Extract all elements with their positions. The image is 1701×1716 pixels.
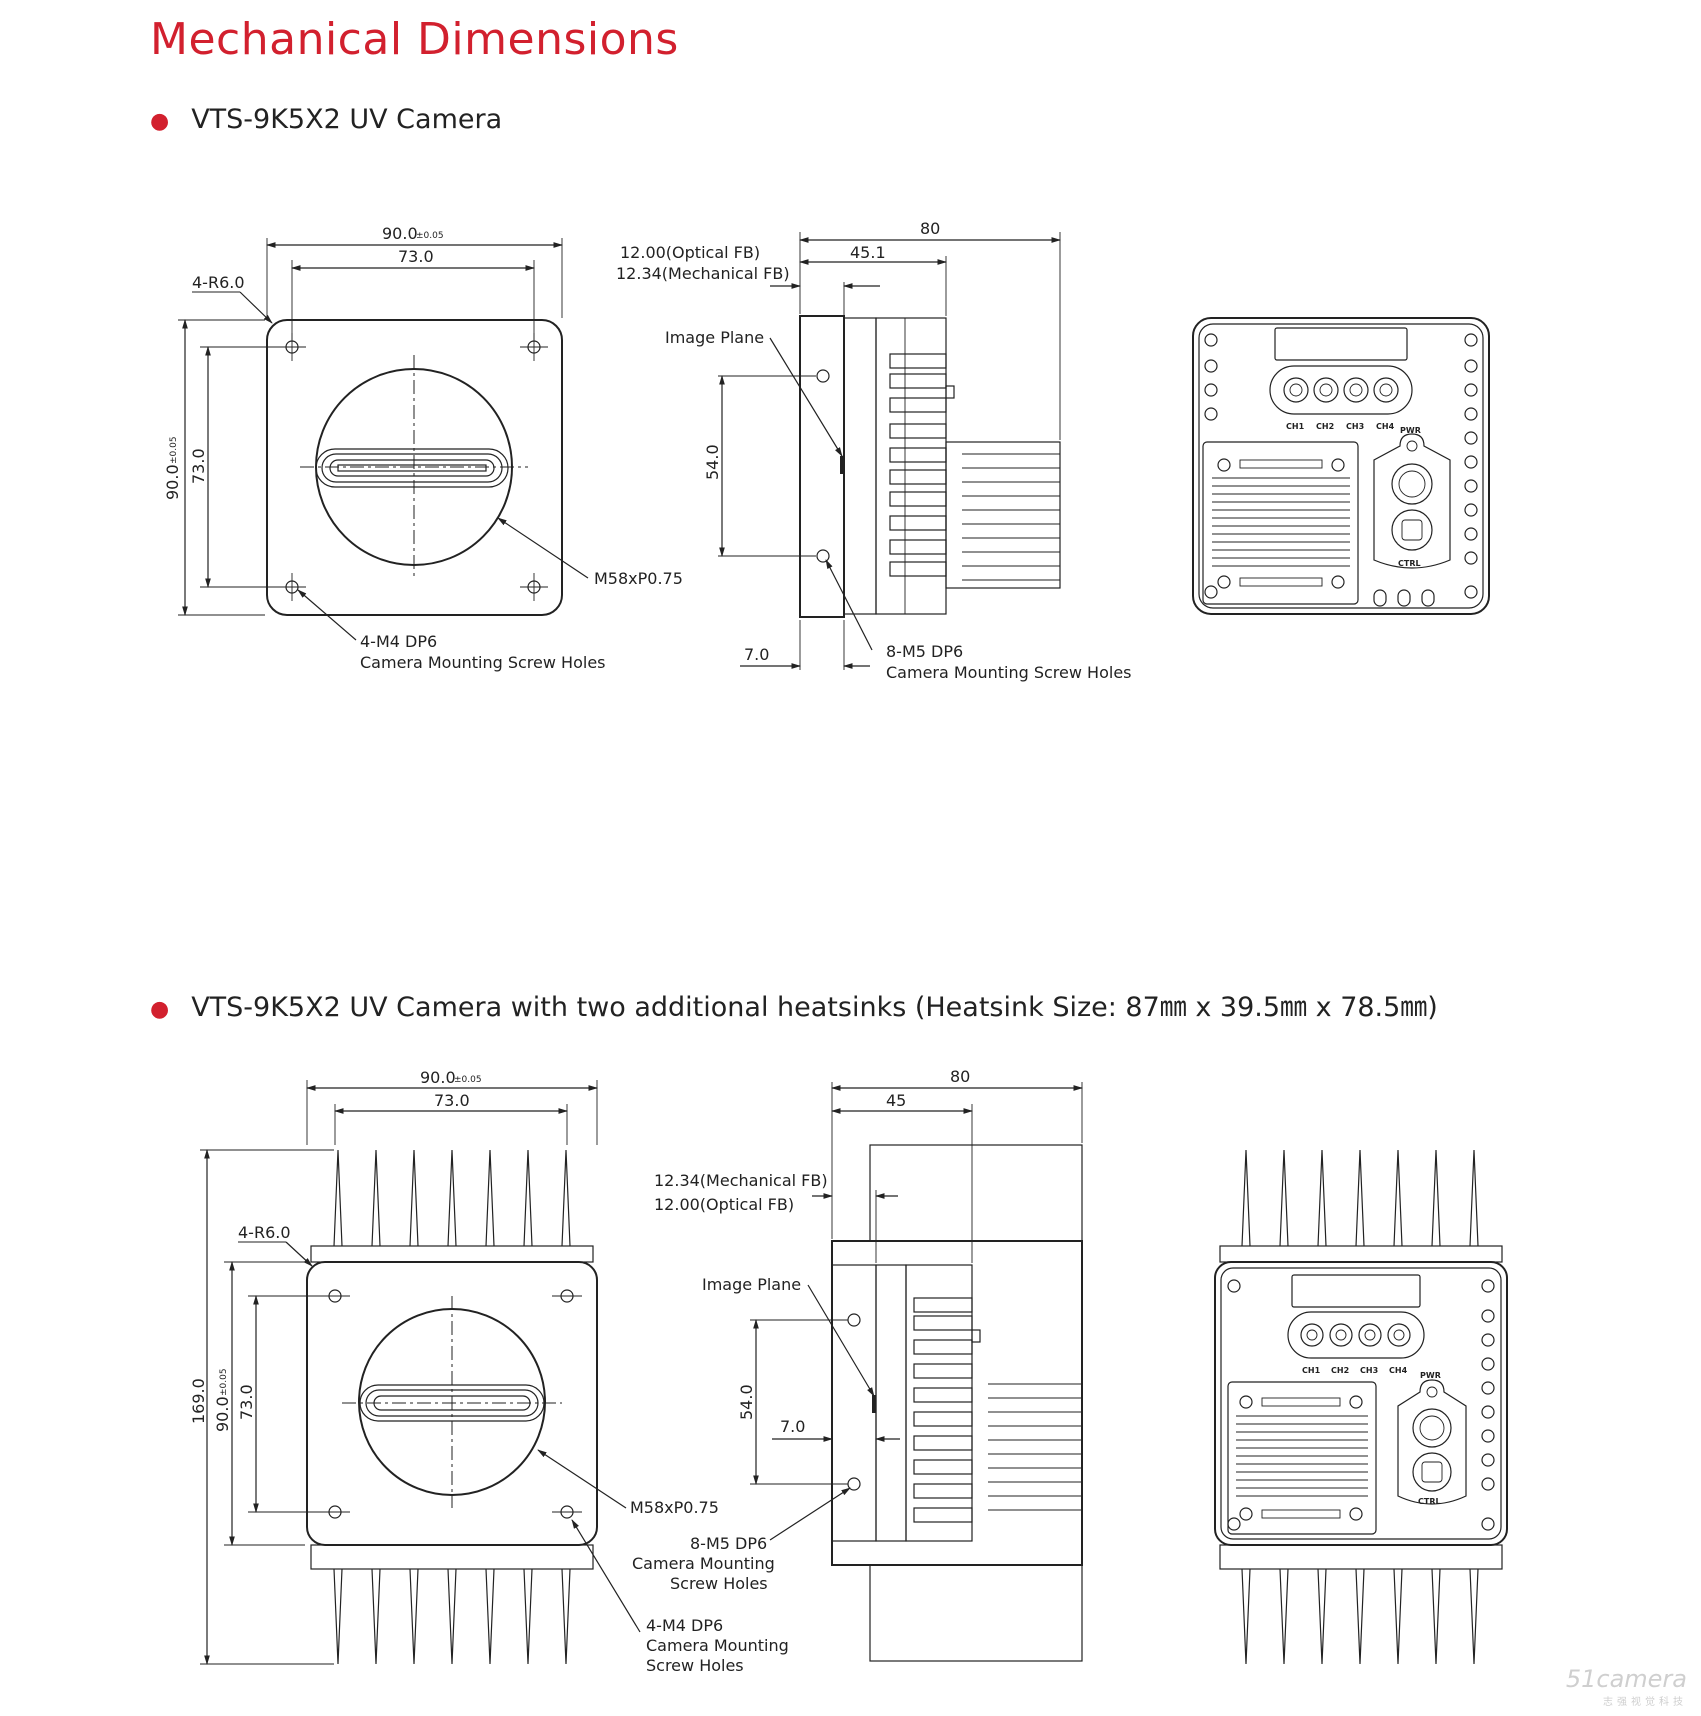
dim-height-tol-2: ±0.05 xyxy=(219,1368,229,1396)
section-2-heading: ● VTS-9K5X2 UV Camera with two additional… xyxy=(150,985,1438,1024)
ctrl-label-2: CTRL xyxy=(1418,1497,1441,1506)
section-1-text: VTS-9K5X2 UV Camera xyxy=(191,104,503,135)
dim-hole-spacing-2: 54.0 xyxy=(737,1384,756,1420)
dim-height-tol: ±0.05 xyxy=(169,436,179,464)
dim-width: 90.0 xyxy=(382,224,418,243)
thread-label-2: M58xP0.75 xyxy=(630,1498,719,1517)
side-screw-callout-2-desc: Camera Mounting xyxy=(632,1554,775,1573)
dim-hole-height: 73.0 xyxy=(189,448,208,484)
ch4-label: CH4 xyxy=(1376,422,1395,431)
camera-front-body-2 xyxy=(306,1261,598,1546)
thread-label: M58xP0.75 xyxy=(594,569,683,588)
top-heatsink xyxy=(310,1149,594,1263)
flange xyxy=(799,315,845,618)
ctrl-label: CTRL xyxy=(1398,559,1421,568)
ch3-label-2: CH3 xyxy=(1360,1366,1378,1375)
optical-fb-label-2: 12.00(Optical FB) xyxy=(654,1195,794,1214)
ch2-label-2: CH2 xyxy=(1331,1366,1349,1375)
screw-callout-desc: Camera Mounting Screw Holes xyxy=(360,653,606,672)
side-screw-callout: 8-M5 DP6 xyxy=(886,642,963,661)
rear-notches xyxy=(1204,359,1478,607)
corner-radius-label: 4-R6.0 xyxy=(192,273,245,292)
dim-height: 90.0 xyxy=(163,464,182,500)
dim-height-2: 90.0 xyxy=(213,1396,232,1432)
bullet-dot: ● xyxy=(150,109,170,134)
side-screw-callout-2-desc2: Screw Holes xyxy=(670,1574,768,1593)
rear-top-heatsink xyxy=(1219,1149,1503,1263)
image-plane-label: Image Plane xyxy=(665,328,764,347)
optical-fb-label: 12.00(Optical FB) xyxy=(620,243,760,262)
ch3-label: CH3 xyxy=(1346,422,1364,431)
side-screw-callout-2: 8-M5 DP6 xyxy=(690,1534,767,1553)
pwr-label-2: PWR xyxy=(1420,1371,1441,1380)
pwr-label: PWR xyxy=(1400,426,1421,435)
dim-body-2: 45 xyxy=(886,1091,906,1110)
watermark-subtext: 志强视觉科技 xyxy=(1603,1697,1687,1708)
dim-hole-width-2: 73.0 xyxy=(434,1091,470,1110)
dim-hole-width: 73.0 xyxy=(398,247,434,266)
bullet-dot: ● xyxy=(150,997,170,1022)
mech-fb-label-2: 12.34(Mechanical FB) xyxy=(654,1171,828,1190)
dim-body: 45.1 xyxy=(850,243,886,262)
side-screw-callout-desc: Camera Mounting Screw Holes xyxy=(886,663,1132,682)
dim-total-height: 169.0 xyxy=(189,1378,208,1424)
drawing2-rear-view: CH1 CH2 CH3 CH4 PWR CTRL xyxy=(1214,1149,1508,1665)
image-plane-label-2: Image Plane xyxy=(702,1275,801,1294)
screw-callout-2-desc2: Screw Holes xyxy=(646,1656,744,1675)
dim-width-tol-2: ±0.05 xyxy=(454,1075,482,1085)
section-1-heading: ● VTS-9K5X2 UV Camera xyxy=(150,104,502,135)
rear-body xyxy=(1192,317,1490,615)
drawing1-front-view: 90.0 ±0.05 73.0 90.0 ±0.05 73.0 4-R6.0 M… xyxy=(163,224,683,672)
ch4-label-2: CH4 xyxy=(1389,1366,1408,1375)
dim-hole-height-2: 73.0 xyxy=(237,1384,256,1420)
watermark-logo: 51camera 志强视觉科技 xyxy=(1566,1665,1687,1708)
dim-flange-2: 7.0 xyxy=(780,1417,805,1436)
bottom-heatsink xyxy=(310,1544,594,1665)
section-2-text: VTS-9K5X2 UV Camera with two additional … xyxy=(191,992,1438,1023)
drawing1-side-view: 80 45.1 12.00(Optical FB) 12.34(Mechanic… xyxy=(616,219,1132,682)
watermark-text: 51camera xyxy=(1565,1665,1687,1693)
drawing2-front-view: 90.0 ±0.05 73.0 169.0 90.0 ±0.05 73.0 4-… xyxy=(189,1068,789,1675)
ch1-label-2: CH1 xyxy=(1302,1366,1321,1375)
bottom-heatsink-side xyxy=(869,1564,1083,1662)
dim-width-2: 90.0 xyxy=(420,1068,456,1087)
ch2-label: CH2 xyxy=(1316,422,1334,431)
side-fins xyxy=(889,318,947,614)
camera-front-body xyxy=(266,319,563,616)
mech-fb-label: 12.34(Mechanical FB) xyxy=(616,264,790,283)
dim-hole-spacing: 54.0 xyxy=(703,444,722,480)
screw-callout-2: 4-M4 DP6 xyxy=(646,1616,723,1635)
dim-width-tol: ±0.05 xyxy=(416,231,444,241)
dim-length-2: 80 xyxy=(950,1067,970,1086)
dim-flange: 7.0 xyxy=(744,645,769,664)
rear-bottom-heatsink xyxy=(1219,1544,1503,1665)
corner-radius-label-2: 4-R6.0 xyxy=(238,1223,291,1242)
screw-callout-2-desc: Camera Mounting xyxy=(646,1636,789,1655)
screw-callout: 4-M4 DP6 xyxy=(360,632,437,651)
top-heatsink-side xyxy=(869,1144,1083,1242)
dim-length: 80 xyxy=(920,219,940,238)
drawing1-rear-view: CH1 CH2 CH3 CH4 xyxy=(1192,317,1490,615)
drawing2-side-view: 80 45 12.34(Mechanical FB) 12.00(Optical… xyxy=(632,1067,1083,1662)
page-title: Mechanical Dimensions xyxy=(150,14,679,65)
ch1-label: CH1 xyxy=(1286,422,1305,431)
